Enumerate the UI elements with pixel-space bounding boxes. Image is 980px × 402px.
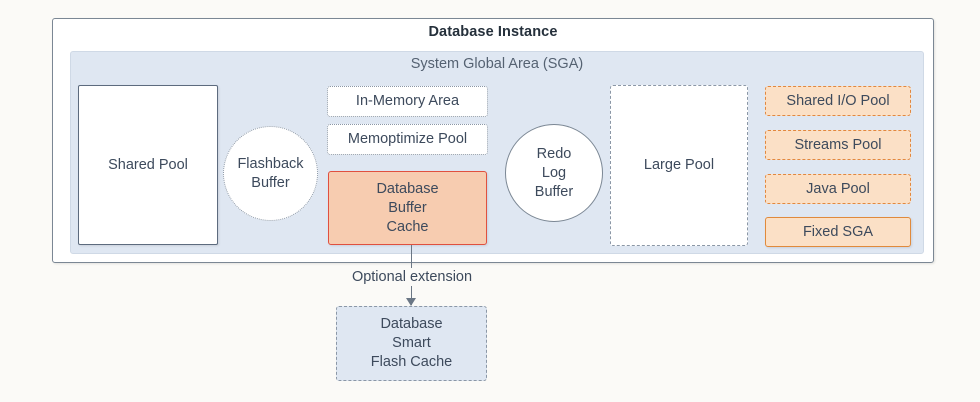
fixed-sga-box[interactable]: Fixed SGA <box>765 217 911 247</box>
streams-pool-box[interactable]: Streams Pool <box>765 130 911 160</box>
in-memory-area-label: In-Memory Area <box>355 93 460 109</box>
shared-pool-box[interactable]: Shared Pool <box>78 85 218 245</box>
streams-pool-label: Streams Pool <box>794 136 882 153</box>
optional-extension-label: Optional extension <box>336 268 488 286</box>
memoptimize-pool-box[interactable]: Memoptimize Pool <box>327 124 488 155</box>
shared-pool-label: Shared Pool <box>108 156 188 173</box>
system-global-area-title: System Global Area (SGA) <box>410 56 584 72</box>
fixed-sga-label: Fixed SGA <box>802 223 874 240</box>
memoptimize-pool-label: Memoptimize Pool <box>347 131 468 147</box>
java-pool-box[interactable]: Java Pool <box>765 174 911 204</box>
large-pool-box[interactable]: Large Pool <box>610 85 748 246</box>
in-memory-area-box[interactable]: In-Memory Area <box>327 86 488 117</box>
database-instance-title: Database Instance <box>428 24 558 40</box>
java-pool-label: Java Pool <box>806 180 870 197</box>
large-pool-label: Large Pool <box>643 157 715 173</box>
shared-io-pool-box[interactable]: Shared I/O Pool <box>765 86 911 116</box>
shared-io-pool-label: Shared I/O Pool <box>786 92 890 109</box>
connector-arrow-icon <box>406 298 416 306</box>
